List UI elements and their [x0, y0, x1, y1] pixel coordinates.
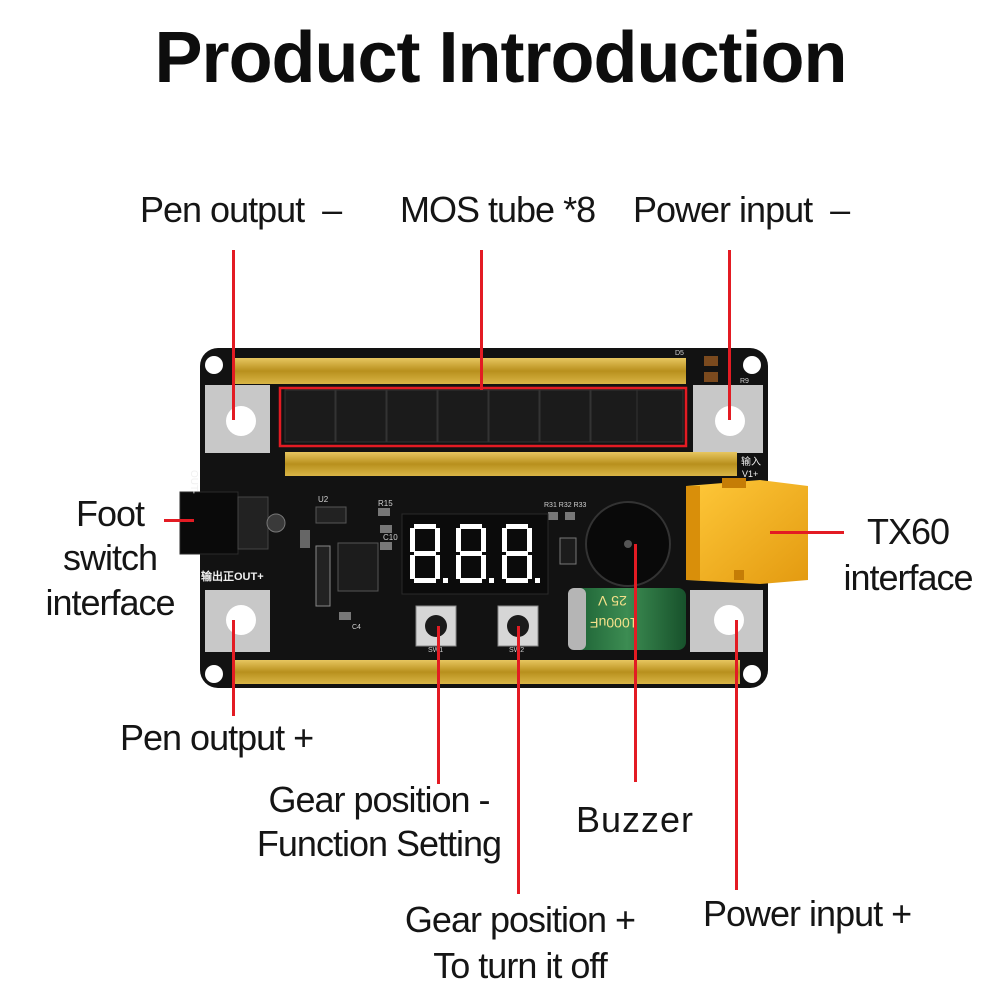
label-power-input-plus: Power input +	[703, 893, 912, 934]
label-foot-switch-3: interface	[45, 582, 175, 623]
page-title: Product Introduction	[154, 18, 848, 98]
gold-bar-top	[232, 358, 686, 384]
silk-d5: D5	[675, 350, 684, 357]
xt60-connector	[686, 478, 808, 584]
label-buzzer: Buzzer	[576, 799, 695, 840]
display-digits	[410, 524, 540, 583]
silk-c4: C4	[352, 624, 361, 631]
mos-tubes	[284, 389, 684, 443]
leader-pen-output-plus	[232, 620, 235, 716]
leader-mos-tube	[480, 250, 483, 390]
mount-hole	[743, 665, 761, 683]
leader-tx60	[770, 531, 844, 534]
leader-gear-plus	[517, 626, 520, 894]
label-power-input-minus: Power input –	[633, 189, 850, 230]
label-tx60-1: TX60	[866, 511, 950, 552]
mount-hole	[743, 356, 761, 374]
silk-c10: C10	[383, 533, 398, 542]
label-gear-plus-1: Gear position +	[404, 899, 636, 940]
silk-u2: U2	[318, 495, 329, 504]
silk-out-minus: OUT-	[188, 470, 199, 494]
silk-out-plus: 输出正OUT+	[201, 571, 264, 583]
leader-gear-minus	[437, 626, 440, 784]
leader-pen-output-minus	[232, 250, 235, 420]
label-gear-minus-2: Function Setting	[256, 823, 502, 864]
capacitor-voltage: 25 V	[598, 593, 627, 609]
label-gear-minus-1: Gear position -	[268, 779, 490, 820]
label-tx60-2: interface	[843, 557, 973, 598]
silk-r9: R9	[740, 378, 749, 385]
button-sw1	[415, 605, 457, 647]
label-gear-plus-2: To turn it off	[433, 945, 607, 986]
label-foot-switch-2: switch	[62, 537, 158, 578]
label-pen-output-plus: Pen output +	[120, 717, 314, 758]
gold-bar-bottom	[232, 660, 740, 684]
leader-power-input-minus	[728, 250, 731, 420]
foot-switch-jack	[179, 491, 286, 555]
capacitor-capacitance: 1000uF	[590, 615, 638, 631]
silk-sw1: SW1	[428, 647, 444, 654]
ic-chip	[337, 542, 379, 592]
silk-input-v: V1+	[742, 469, 759, 479]
silk-r15: R15	[378, 499, 393, 508]
label-foot-switch-1: Foot	[75, 493, 145, 534]
mos-highlight-box	[278, 386, 688, 448]
leader-power-input-plus	[735, 620, 738, 890]
silk-r31-r33: R31 R32 R33	[544, 502, 587, 509]
silk-input-cn: 输入	[741, 457, 761, 468]
label-pen-output-minus: Pen output –	[140, 189, 342, 230]
mount-hole	[205, 356, 223, 374]
capacitor	[568, 588, 686, 650]
leader-buzzer	[634, 544, 637, 782]
gold-bar-middle	[285, 452, 737, 476]
leader-foot-switch	[164, 519, 194, 522]
label-mos-tube: MOS tube *8	[400, 189, 596, 230]
silk-sw2: SW2	[509, 647, 524, 654]
mount-hole	[205, 665, 223, 683]
